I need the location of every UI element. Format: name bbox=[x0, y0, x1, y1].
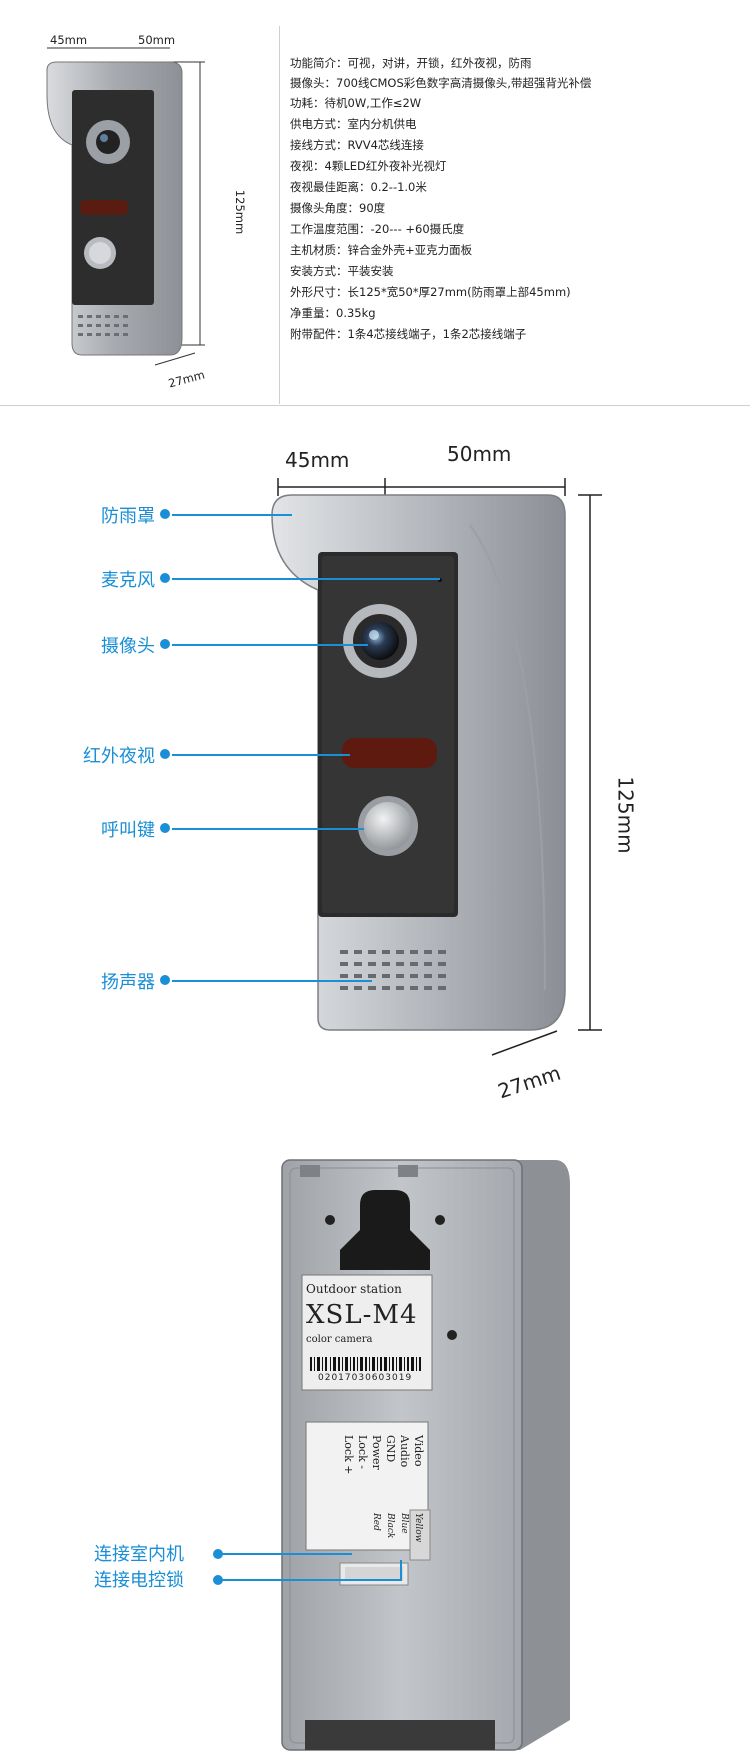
spec-weight: 净重量：0.35kg bbox=[290, 306, 376, 320]
product-front-view bbox=[271, 478, 602, 1056]
callout-dot-lock bbox=[213, 1575, 223, 1585]
callout-line-rain-cover bbox=[172, 514, 292, 516]
speaker-grille bbox=[340, 950, 446, 990]
spec-installation: 安装方式：平装安装 bbox=[290, 264, 394, 278]
spec-camera: 摄像头：700线CMOS彩色数字高清摄像头,带超强背光补偿 bbox=[290, 76, 592, 90]
spec-power-consumption: 功耗：待机0W,工作≤2W bbox=[290, 96, 422, 110]
callout-camera: 摄像头 bbox=[0, 630, 185, 658]
wire-color-blue: Blue bbox=[399, 1513, 409, 1534]
wiring-video: Video bbox=[412, 1435, 425, 1467]
dim-width-hood: 45mm bbox=[50, 33, 88, 47]
spec-night-vision: 夜视：4颗LED红外夜补光视灯 bbox=[290, 159, 447, 173]
callout-line-speaker bbox=[172, 980, 372, 982]
callout-line-lock bbox=[222, 1579, 402, 1581]
callout-line-lock-up bbox=[400, 1560, 402, 1580]
wiring-power: Power bbox=[370, 1435, 383, 1470]
spec-function: 功能简介：可视，对讲，开锁，红外夜视，防雨 bbox=[290, 56, 532, 70]
wiring-gnd: GND bbox=[384, 1435, 397, 1463]
dim-width-hood-large: 45mm bbox=[285, 448, 350, 472]
callout-microphone: 麦克风 bbox=[0, 564, 185, 592]
spec-power-supply: 供电方式：室内分机供电 bbox=[290, 117, 417, 131]
callout-rain-cover: 防雨罩 bbox=[0, 500, 185, 528]
dim-width-body-large: 50mm bbox=[447, 442, 512, 466]
dim-width-body: 50mm bbox=[138, 33, 176, 47]
product-back-view bbox=[281, 1159, 570, 1751]
wire-color-yellow: Yellow bbox=[413, 1513, 423, 1543]
label-model: XSL-M4 bbox=[306, 1300, 418, 1330]
spec-section: 45mm 50mm 125mm 27mm 功能简介：可视，对讲，开锁，红外夜视，… bbox=[0, 0, 750, 406]
spec-night-distance: 夜视最佳距离：0.2--1.0米 bbox=[290, 180, 427, 194]
spec-wiring: 接线方式：RVV4芯线连接 bbox=[290, 138, 424, 152]
spec-divider bbox=[279, 26, 280, 404]
callout-line-call-button bbox=[172, 828, 364, 830]
wiring-audio: Audio bbox=[398, 1435, 411, 1468]
wiring-lock-plus: Lock + bbox=[342, 1435, 355, 1475]
callout-line-infrared bbox=[172, 754, 350, 756]
wire-color-black: Black bbox=[385, 1513, 395, 1539]
product-thumbnail bbox=[46, 47, 205, 366]
spec-accessories: 附带配件：1条4芯接线端子，1条2芯接线端子 bbox=[290, 327, 527, 341]
label-subtitle: color camera bbox=[306, 1334, 373, 1345]
callout-speaker: 扬声器 bbox=[0, 966, 185, 994]
spec-camera-angle: 摄像头角度：90度 bbox=[290, 201, 386, 215]
callout-line-camera bbox=[172, 644, 368, 646]
wire-color-red: Red bbox=[371, 1513, 381, 1531]
spec-temperature: 工作温度范围：-20--- +60摄氏度 bbox=[290, 222, 465, 236]
label-serial: 02017030603019 bbox=[318, 1373, 413, 1383]
spec-material: 主机材质：锌合金外壳+亚克力面板 bbox=[290, 243, 473, 257]
wiring-lock-minus: Lock - bbox=[356, 1435, 369, 1469]
callout-line-indoor bbox=[222, 1553, 352, 1555]
callout-dot-indoor bbox=[213, 1549, 223, 1559]
spec-dimensions: 外形尺寸：长125*宽50*厚27mm(防雨罩上部45mm) bbox=[290, 285, 571, 299]
dim-height: 125mm bbox=[233, 189, 248, 235]
dim-height-large: 125mm bbox=[613, 776, 638, 854]
callout-infrared: 红外夜视 bbox=[0, 740, 185, 768]
callout-call-button: 呼叫键 bbox=[0, 814, 185, 842]
label-title: Outdoor station bbox=[306, 1282, 402, 1296]
wiring-label: Video Audio GND Power Lock - Lock + Yell… bbox=[305, 1435, 425, 1565]
callout-line-microphone bbox=[172, 578, 440, 580]
